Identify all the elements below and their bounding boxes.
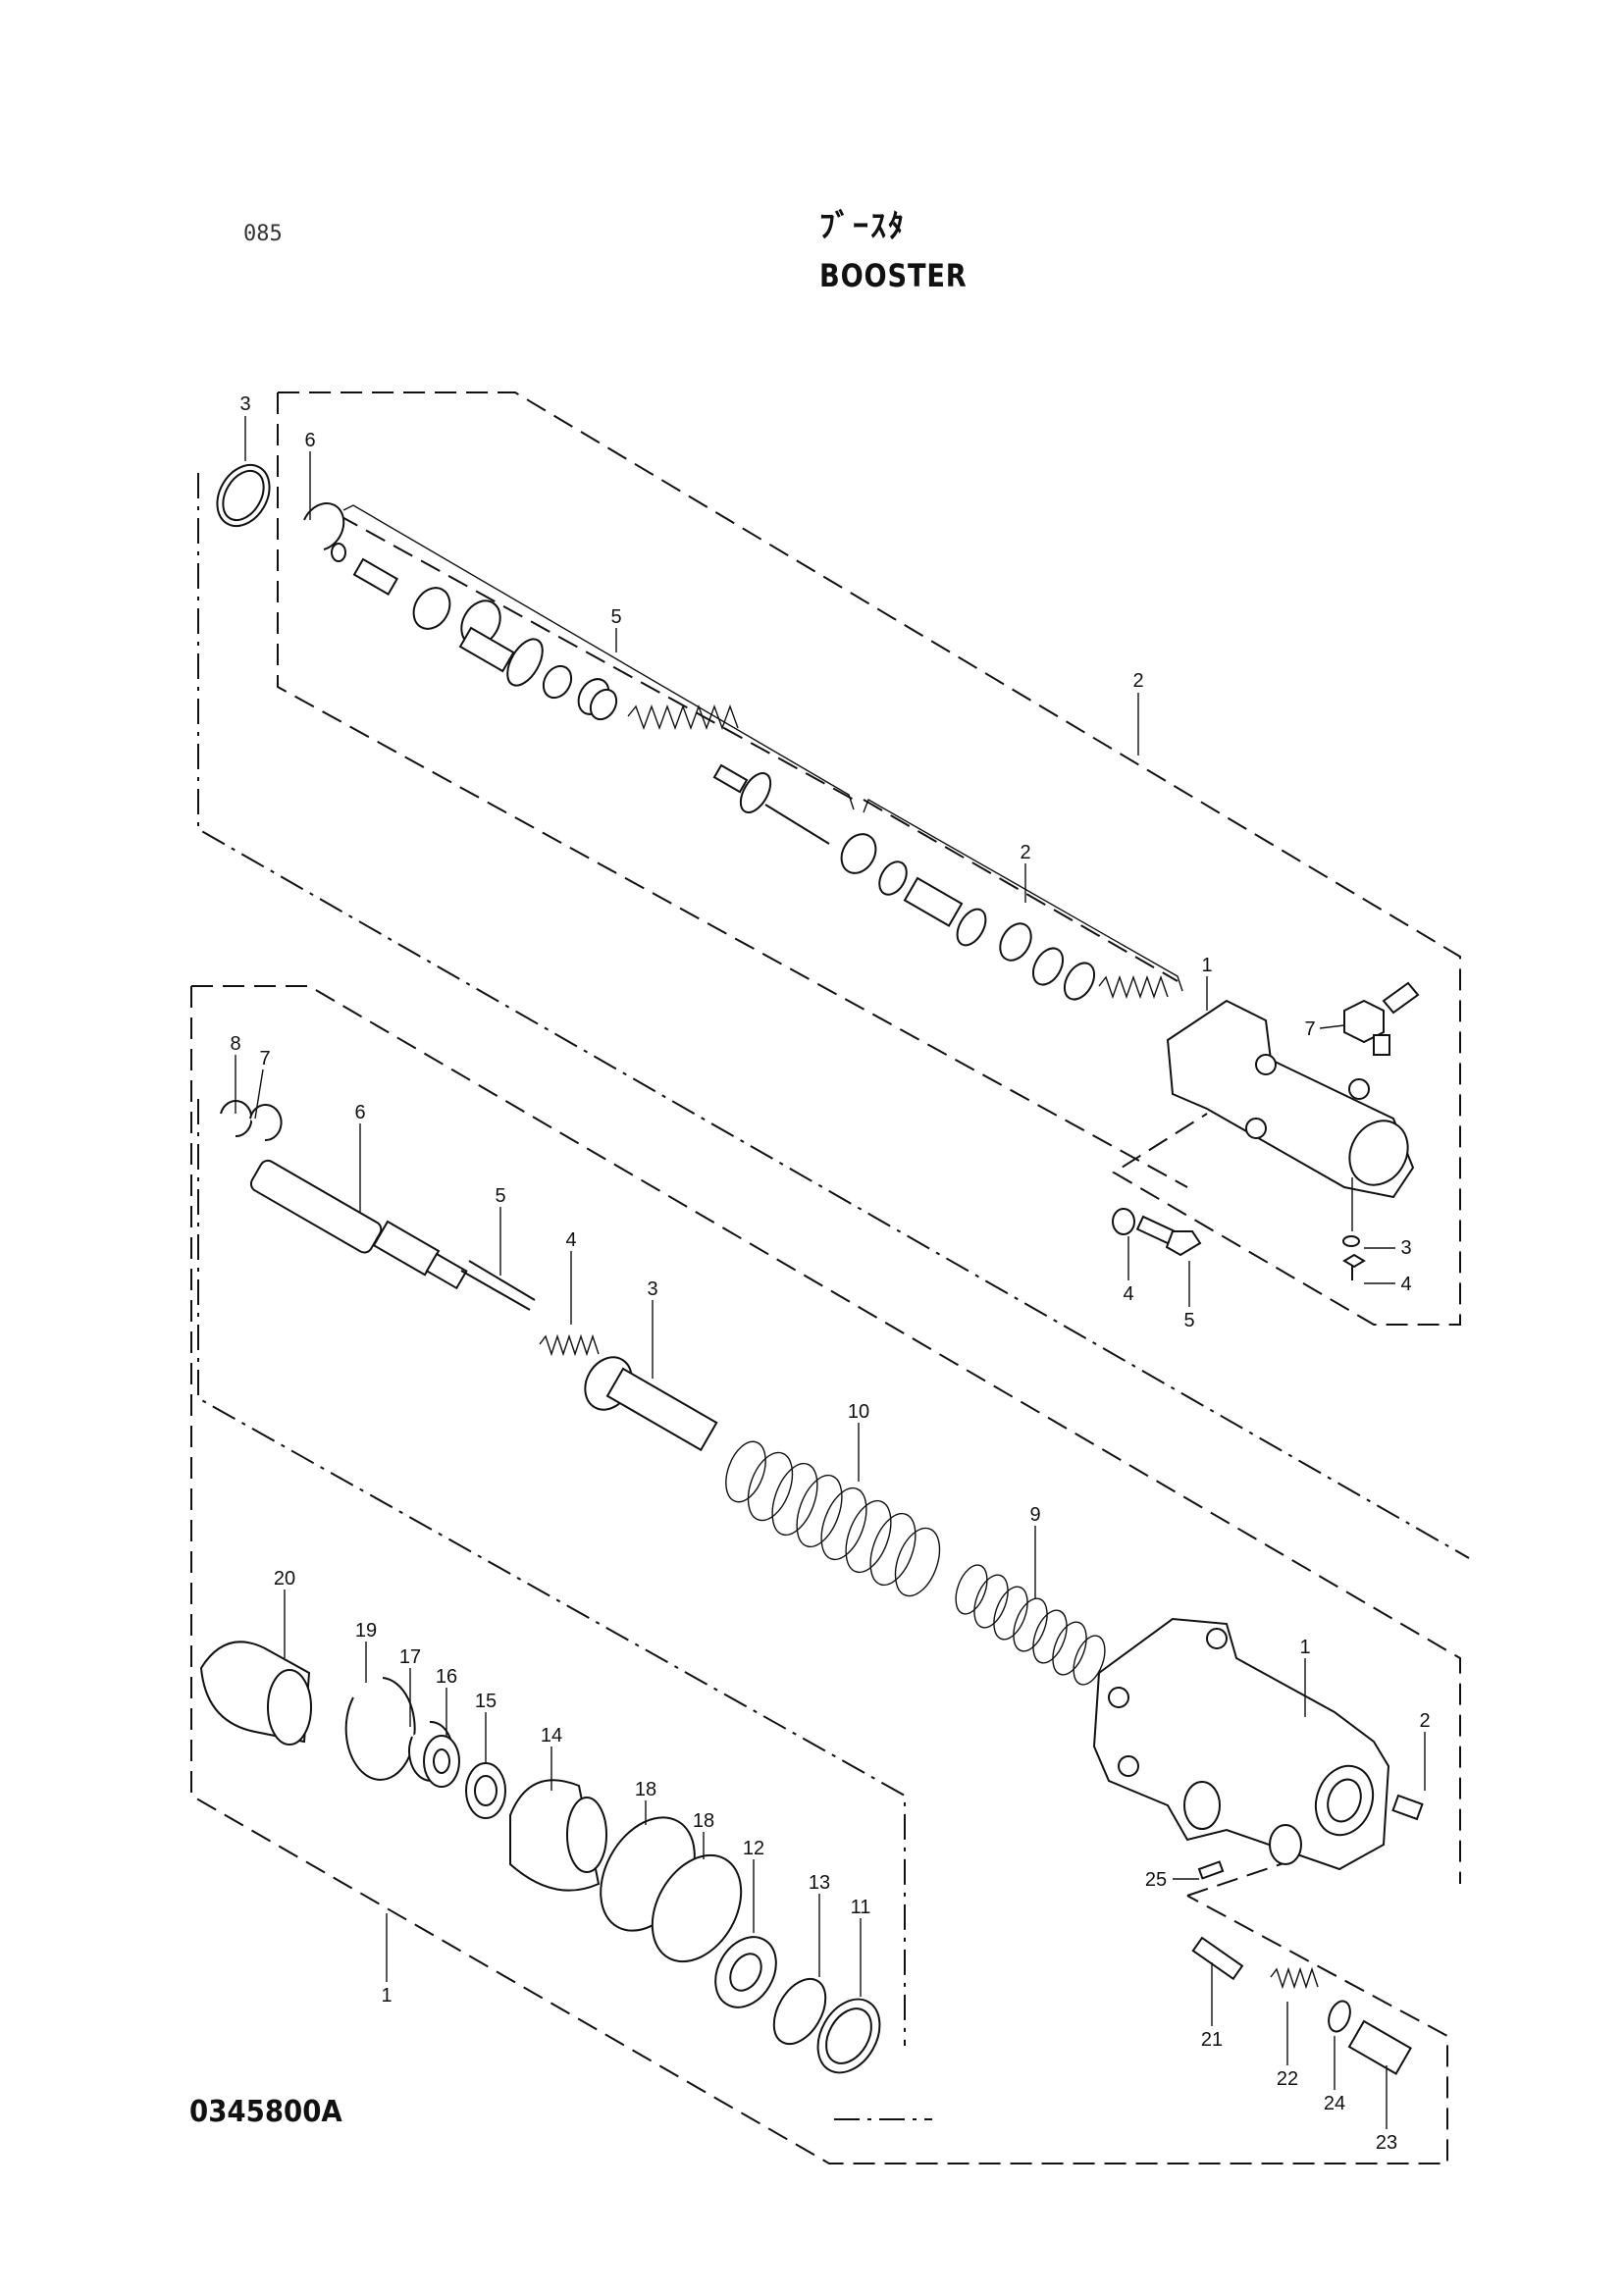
callout-5-middle: 5 [495, 1185, 505, 1207]
callout-2-upper-a: 2 [1132, 670, 1143, 692]
title-japanese: ﾌﾞｰｽﾀ [819, 207, 907, 244]
callout-4-upper-washer: 4 [1123, 1283, 1133, 1305]
callout-14-lower: 14 [541, 1725, 562, 1747]
callout-2-middle: 2 [1419, 1710, 1430, 1732]
callout-16-lower: 16 [436, 1666, 457, 1688]
leader-lines [197, 473, 1470, 2120]
callout-1-middle: 1 [1299, 1637, 1310, 1658]
callout-6-middle: 6 [354, 1102, 365, 1123]
callout-3-upper-right: 3 [1400, 1237, 1411, 1259]
callout-3-middle: 3 [647, 1278, 657, 1300]
spring-9 [955, 1564, 1106, 1686]
callout-25-middle: 25 [1145, 1869, 1167, 1891]
callout-18-lower-a: 18 [635, 1779, 656, 1800]
callout-7-upper: 7 [1304, 1018, 1315, 1040]
callout-1-upper: 1 [1201, 955, 1212, 976]
callout-18-lower-b: 18 [693, 1810, 714, 1832]
callout-23-middle: 23 [1376, 2132, 1397, 2154]
callout-4-middle: 4 [565, 1229, 576, 1251]
middle-parts [220, 1100, 1424, 2075]
callout-21-middle: 21 [1201, 2029, 1223, 2051]
callout-17-lower: 17 [399, 1646, 421, 1668]
callout-3-upper: 3 [239, 393, 250, 415]
callout-13-lower: 13 [809, 1872, 830, 1894]
callout-5-upper-bolt: 5 [1183, 1310, 1194, 1331]
upper-group-outline [277, 391, 1461, 1326]
callout-4-upper-right: 4 [1400, 1274, 1411, 1295]
callout-2-upper-b: 2 [1020, 842, 1030, 863]
callout-6-upper: 6 [304, 430, 315, 451]
callout-1-lower: 1 [381, 1985, 392, 2007]
o-ring-inner [222, 469, 265, 522]
drawing-number: 0345800A [189, 2095, 342, 2129]
spring-10 [725, 1440, 941, 1597]
callout-8-middle: 8 [230, 1033, 240, 1055]
callout-11-lower: 11 [851, 1897, 871, 1918]
callout-numbers: 3 6 5 2 2 1 7 3 4 4 5 8 7 6 5 4 3 10 [230, 393, 1430, 2154]
title-english: BOOSTER [819, 257, 968, 294]
callout-20-lower: 20 [274, 1568, 295, 1590]
page-number: 085 [243, 222, 283, 246]
callout-22-middle: 22 [1277, 2068, 1298, 2090]
piston-part [249, 1159, 383, 1254]
middle-group-outline [190, 985, 1461, 2164]
callout-5-upper: 5 [610, 606, 621, 628]
lower-parts [199, 1641, 881, 2074]
upper-parts [216, 464, 1420, 1280]
callout-7-middle: 7 [259, 1048, 270, 1069]
callout-19-lower: 19 [355, 1620, 377, 1642]
callout-15-lower: 15 [475, 1691, 497, 1712]
callout-24-middle: 24 [1324, 2093, 1345, 2114]
callout-9-middle: 9 [1029, 1504, 1040, 1526]
callout-12-lower: 12 [743, 1838, 764, 1859]
callout-10-middle: 10 [848, 1401, 869, 1423]
